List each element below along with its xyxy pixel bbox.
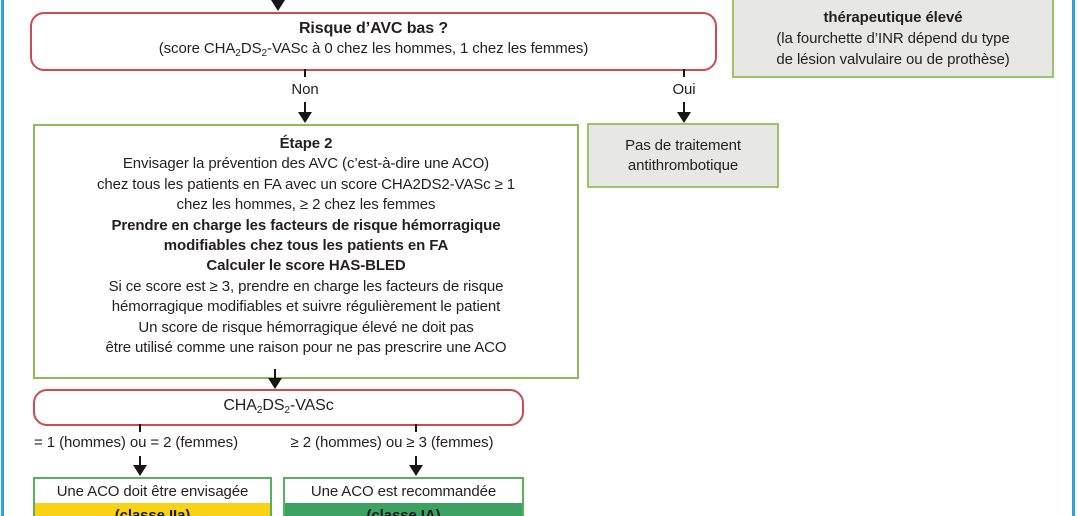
subscript: 2 (256, 404, 263, 416)
connector-tick (139, 424, 141, 432)
arrow-down-icon (677, 112, 691, 123)
classe-ia-band: (classe IA) (285, 503, 522, 516)
subscript: 2 (284, 404, 290, 416)
arrow-shaft (415, 456, 417, 467)
step2-line: Si ce score est ≥ 3, prendre en charge l… (108, 277, 504, 295)
arrow-down-icon (133, 465, 147, 476)
arrow-down-icon (271, 0, 285, 11)
low-risk-question-box: Risque d’AVC bas ? (score CHA2DS2-VASc à… (30, 12, 717, 71)
subscript: 2 (261, 48, 268, 60)
score-box: CHA2DS2-VASc (33, 389, 524, 426)
step2-line: Calculer le score HAS-BLED (206, 257, 406, 275)
score-part: DS (262, 396, 285, 414)
branch-label-oui: Oui (672, 81, 696, 98)
arrow-shaft (139, 456, 141, 467)
aco-considered-label: Une ACO doit être envisagée (56, 482, 249, 500)
arrow-down-icon (268, 378, 282, 389)
valve-note-box: thérapeutique élevé (la fourchette d’INR… (732, 0, 1054, 78)
no-treatment-line2: antithrombotique (627, 156, 739, 174)
frame-left-line (1, 0, 4, 516)
subtitle-part: (score CHA (158, 40, 236, 58)
step2-line: Prendre en charge les facteurs de risque… (111, 216, 501, 234)
frame-right-line (1072, 0, 1075, 516)
connector-tick (683, 69, 685, 77)
connector-tick (415, 424, 417, 432)
step2-line: Étape 2 (279, 135, 333, 152)
aco-recommended-label: Une ACO est recommandée (310, 482, 497, 500)
branch-label-non: Non (291, 81, 319, 98)
score-box-label: CHA2DS2-VASc (223, 395, 333, 421)
subtitle-part: DS (240, 40, 262, 58)
subtitle-part: -VASc à 0 chez les hommes, 1 chez les fe… (267, 40, 589, 58)
branch-equal-label: = 1 (hommes) ou = 2 (femmes) (34, 434, 238, 451)
low-risk-subtitle: (score CHA2DS2-VASc à 0 chez les hommes,… (158, 39, 589, 65)
score-part: CHA (223, 396, 257, 414)
score-part: -VASc (289, 396, 334, 414)
no-treatment-box: Pas de traitement antithrombotique (587, 123, 779, 188)
low-risk-title: Risque d’AVC bas ? (298, 20, 449, 38)
step2-line: Envisager la prévention des AVC (c’est-à… (122, 155, 490, 173)
subscript: 2 (235, 48, 241, 60)
arrow-down-icon (298, 112, 312, 123)
arrow-shaft (274, 369, 276, 380)
arrow-down-icon (409, 465, 423, 476)
aco-considered-box: Une ACO doit être envisagée (classe IIa) (33, 477, 272, 516)
classe-iia-band: (classe IIa) (35, 503, 270, 516)
arrow-shaft (304, 102, 306, 114)
aco-recommended-box: Une ACO est recommandée (classe IA) (283, 477, 524, 516)
branch-ge-label: ≥ 2 (hommes) ou ≥ 3 (femmes) (290, 434, 494, 451)
step2-line: chez tous les patients en FA avec un sco… (96, 175, 516, 193)
step2-box: Étape 2 Envisager la prévention des AVC … (33, 124, 579, 379)
connector-tick (304, 69, 306, 77)
step2-line: chez les hommes, ≥ 2 chez les femmes (176, 196, 436, 214)
arrow-shaft (683, 102, 685, 114)
step2-line: être utilisé comme une raison pour ne pa… (105, 339, 507, 357)
valve-note-line3: de lésion valvulaire ou de prothèse) (776, 51, 1010, 68)
step2-line: Un score de risque hémorragique élevé ne… (138, 318, 474, 336)
no-treatment-line1: Pas de traitement (625, 136, 741, 154)
valve-note-line2: (la fourchette d’INR dépend du type (776, 30, 1010, 47)
step2-line: hémorragique modifiables et suivre régul… (111, 298, 501, 316)
step2-line: modifiables chez tous les patients en FA (163, 237, 449, 255)
valve-note-line1: thérapeutique élevé (823, 9, 963, 26)
